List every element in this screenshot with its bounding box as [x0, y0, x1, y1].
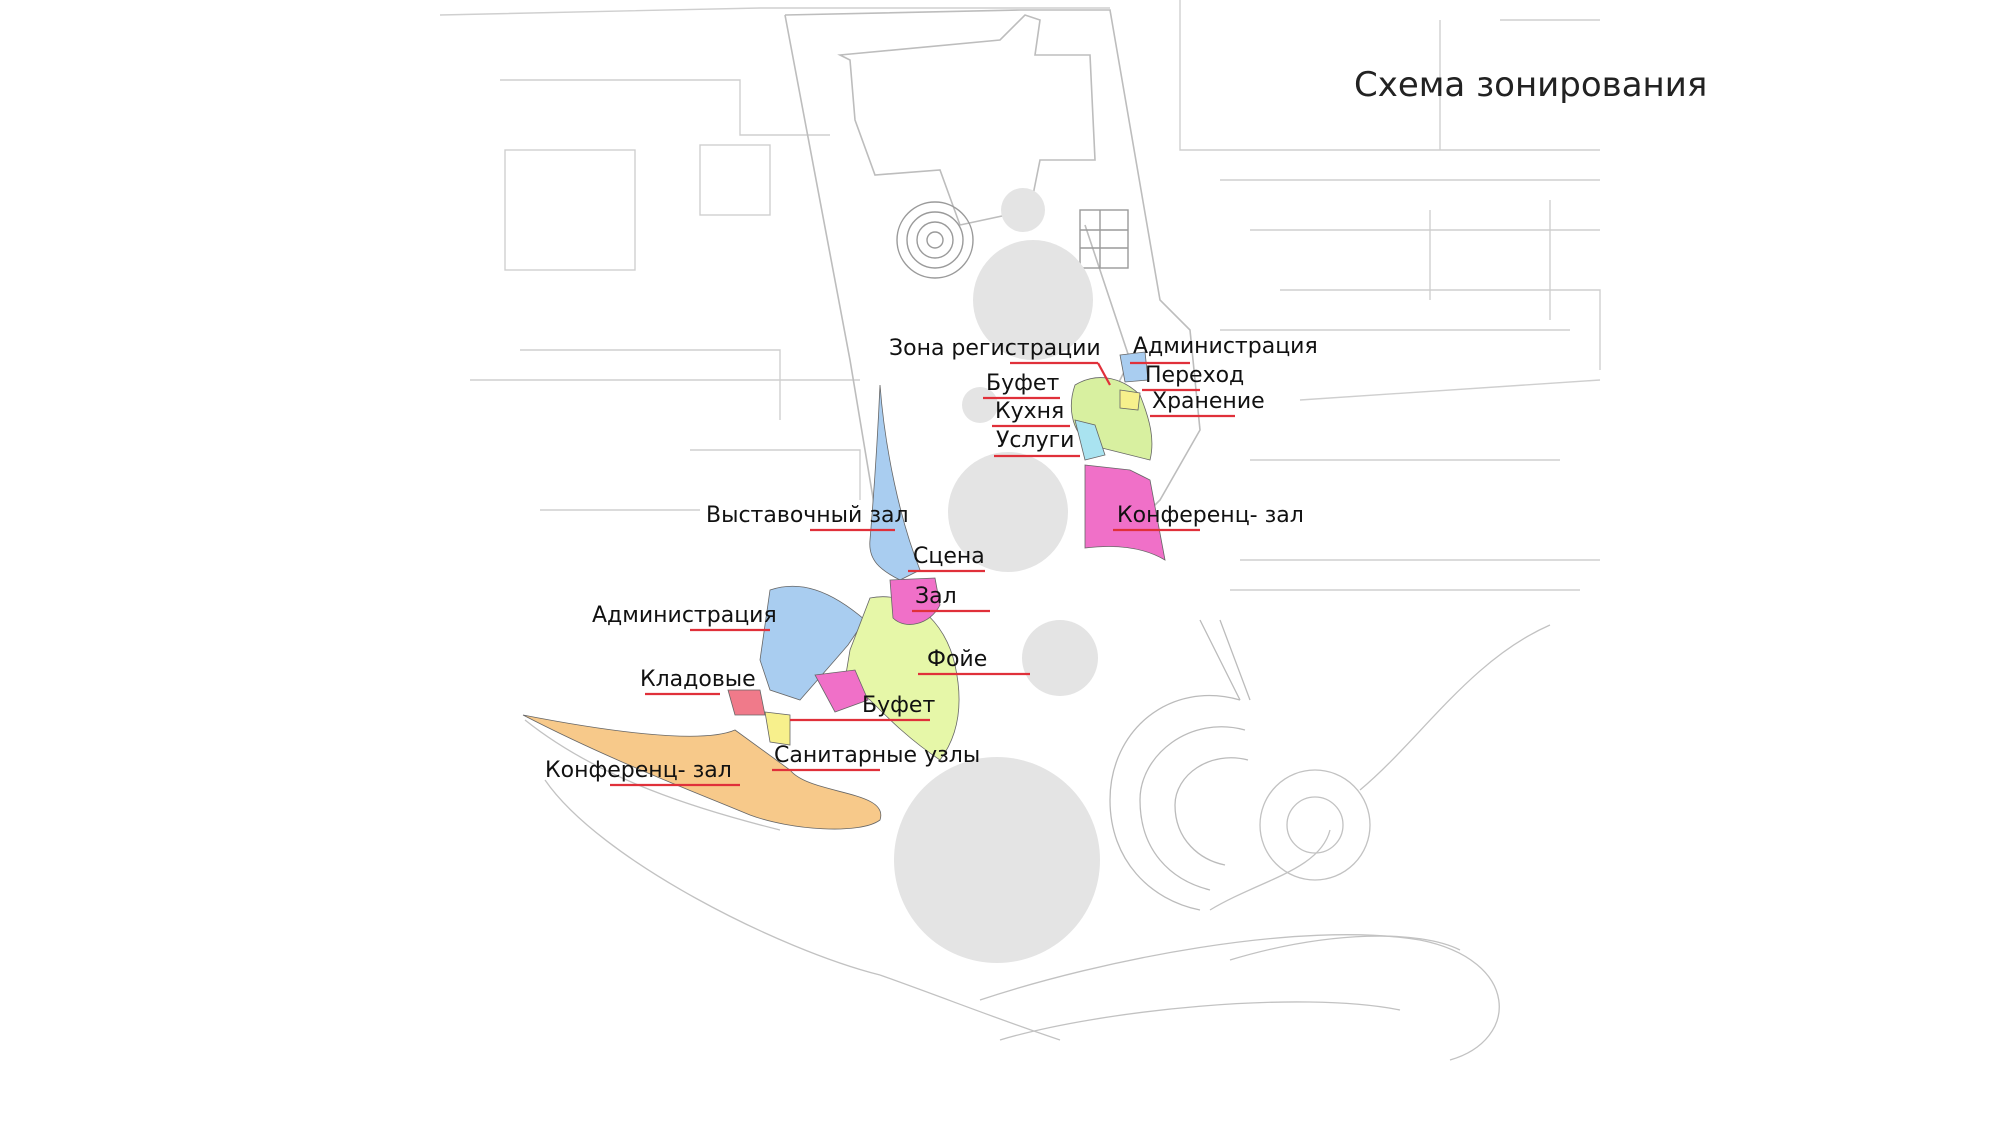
- label-exhibition: Выставочный зал: [706, 503, 909, 528]
- label-foyer: Фойе: [927, 647, 987, 672]
- zone-sanitary: [764, 711, 791, 746]
- zone-storage-north: [1119, 389, 1141, 411]
- zone-labels: Зона регистрации Администрация Переход Б…: [545, 334, 1318, 787]
- label-stage: Сцена: [913, 544, 985, 569]
- label-storage-north: Хранение: [1152, 389, 1265, 414]
- label-services: Услуги: [996, 428, 1074, 453]
- south-paths: [524, 624, 1551, 1061]
- amphitheatre: [1109, 619, 1251, 911]
- zones-north: [1070, 351, 1166, 561]
- zone-conference-south: [522, 714, 882, 830]
- label-administration-south: Администрация: [592, 603, 777, 628]
- zone-administration-south: [759, 585, 866, 701]
- rotunda: [896, 201, 974, 279]
- label-buffet-north: Буфет: [986, 371, 1059, 396]
- label-kitchen: Кухня: [995, 399, 1064, 424]
- grey-circles: [894, 188, 1100, 963]
- zone-storerooms: [727, 689, 766, 716]
- label-conference-north: Конференц- зал: [1117, 503, 1304, 528]
- small-building: [1079, 209, 1129, 269]
- zone-services: [1074, 419, 1106, 461]
- zone-conference-north: [1084, 464, 1166, 561]
- label-registration: Зона регистрации: [889, 336, 1101, 361]
- page-title: Схема зонирования: [1354, 65, 1707, 105]
- zone-hall: [889, 577, 941, 625]
- label-hall: Зал: [915, 584, 957, 609]
- label-buffet-south: Буфет: [862, 693, 935, 718]
- label-conference-south: Конференц- зал: [545, 758, 732, 783]
- label-administration-north: Администрация: [1133, 334, 1318, 359]
- site-context-lines: [439, 0, 1601, 591]
- label-passage: Переход: [1145, 363, 1244, 388]
- zone-exhibition: [869, 384, 921, 581]
- label-storerooms: Кладовые: [640, 667, 756, 692]
- zone-administration-north: [1119, 351, 1149, 383]
- zone-buffet-south: [814, 669, 869, 713]
- zones-south: [522, 384, 960, 830]
- label-sanitary: Санитарные узлы: [774, 743, 980, 768]
